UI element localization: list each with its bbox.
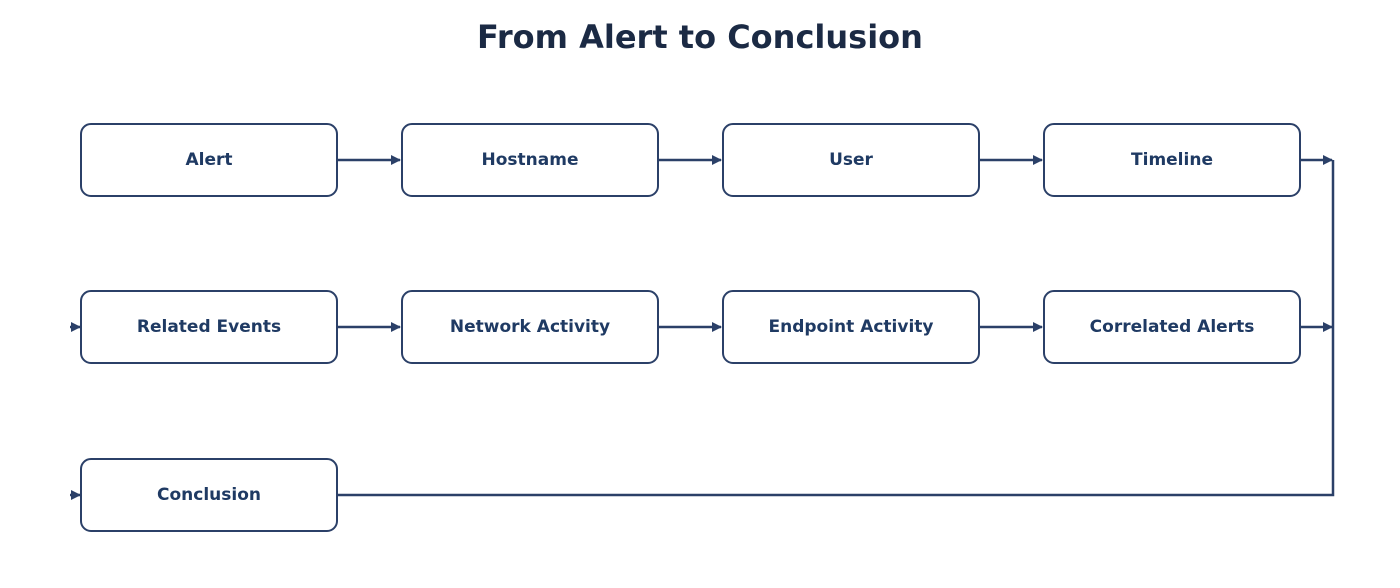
step-label: User: [829, 150, 873, 170]
step-related-events: Related Events: [80, 290, 338, 364]
step-label: Alert: [185, 150, 232, 170]
step-correlated-alerts: Correlated Alerts: [1043, 290, 1301, 364]
step-label: Timeline: [1131, 150, 1213, 170]
step-label: Conclusion: [157, 485, 261, 505]
step-endpoint-activity: Endpoint Activity: [722, 290, 980, 364]
step-hostname: Hostname: [401, 123, 659, 197]
step-alert: Alert: [80, 123, 338, 197]
diagram-title: From Alert to Conclusion: [477, 18, 923, 56]
step-timeline: Timeline: [1043, 123, 1301, 197]
step-label: Hostname: [482, 150, 579, 170]
step-label: Related Events: [137, 317, 281, 337]
step-conclusion: Conclusion: [80, 458, 338, 532]
step-label: Endpoint Activity: [768, 317, 933, 337]
right-vertical-connector: [338, 160, 1335, 497]
step-user: User: [722, 123, 980, 197]
step-label: Network Activity: [450, 317, 610, 337]
step-label: Correlated Alerts: [1090, 317, 1255, 337]
step-network-activity: Network Activity: [401, 290, 659, 364]
